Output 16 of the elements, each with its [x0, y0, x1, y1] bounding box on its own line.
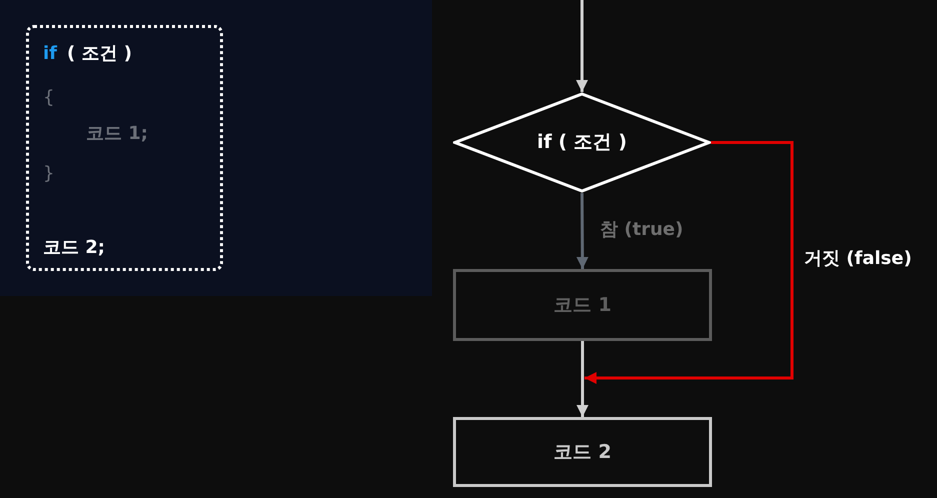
process-box [453, 269, 712, 341]
process-box [453, 417, 712, 487]
code-panel [26, 25, 223, 271]
arrow [576, 341, 588, 417]
code-text: { [43, 86, 54, 110]
condition-text: if ( 조건 ) [537, 130, 627, 156]
arrow [576, 192, 588, 270]
code-text: ( 조건 ) [67, 42, 132, 66]
code-text: 코드 1; [86, 122, 148, 146]
arrow [576, 0, 588, 92]
code-text: if [43, 42, 58, 66]
code-text: } [43, 162, 54, 186]
process-text: 코드 2 [554, 440, 612, 465]
arrow [584, 141, 794, 384]
code-text: 코드 2; [43, 236, 105, 260]
process-text: 코드 1 [554, 292, 612, 318]
